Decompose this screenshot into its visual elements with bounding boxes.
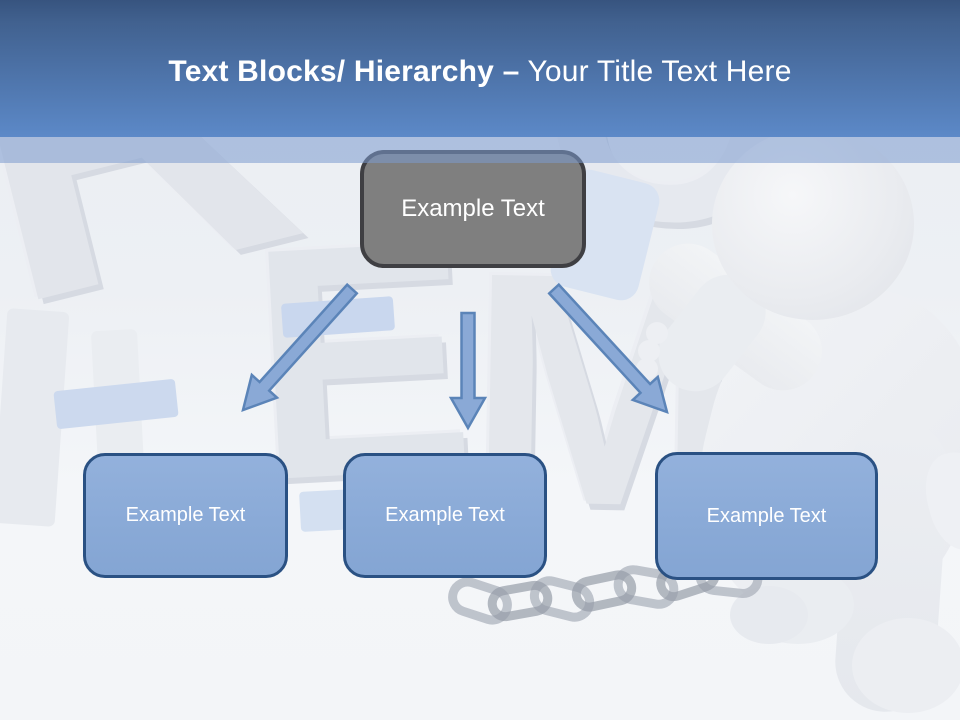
figure-hand bbox=[917, 445, 960, 557]
child-text-block-3[interactable]: Example Text bbox=[655, 452, 878, 580]
child-text-block-2-label: Example Text bbox=[385, 504, 505, 526]
child-text-block-2[interactable]: Example Text bbox=[343, 453, 547, 578]
root-text-block-label: Example Text bbox=[401, 195, 545, 222]
child-text-block-1-label: Example Text bbox=[125, 504, 246, 526]
background-letter-stroke bbox=[0, 308, 70, 527]
figure-toe bbox=[638, 340, 660, 362]
slide-title-secondary: Your Title Text Here bbox=[519, 54, 792, 88]
child-text-block-3-label: Example Text bbox=[706, 504, 827, 527]
figure-foot bbox=[852, 618, 960, 713]
child-text-block-1[interactable]: Example Text bbox=[83, 453, 288, 578]
arrow-down-icon bbox=[448, 311, 488, 431]
root-text-block[interactable]: Example Text bbox=[360, 150, 586, 268]
figure-raised-foot bbox=[643, 259, 781, 407]
figure-arm bbox=[633, 228, 838, 406]
figure-ankle-ball bbox=[730, 586, 808, 644]
header-accent-band bbox=[0, 137, 960, 163]
figure-toe bbox=[636, 358, 658, 380]
slide-title-primary: Text Blocks/ Hierarchy – bbox=[168, 54, 520, 88]
figure-toe bbox=[646, 322, 668, 344]
slide-header: Text Blocks/ Hierarchy – Your Title Text… bbox=[0, 0, 960, 137]
background-glass-inset bbox=[53, 378, 179, 430]
arrow-down-left-icon bbox=[241, 282, 359, 412]
background-glass-inset bbox=[280, 296, 396, 338]
slide-title: Text Blocks/ Hierarchy – Your Title Text… bbox=[168, 49, 791, 89]
arrow-down-right-icon bbox=[547, 282, 669, 414]
